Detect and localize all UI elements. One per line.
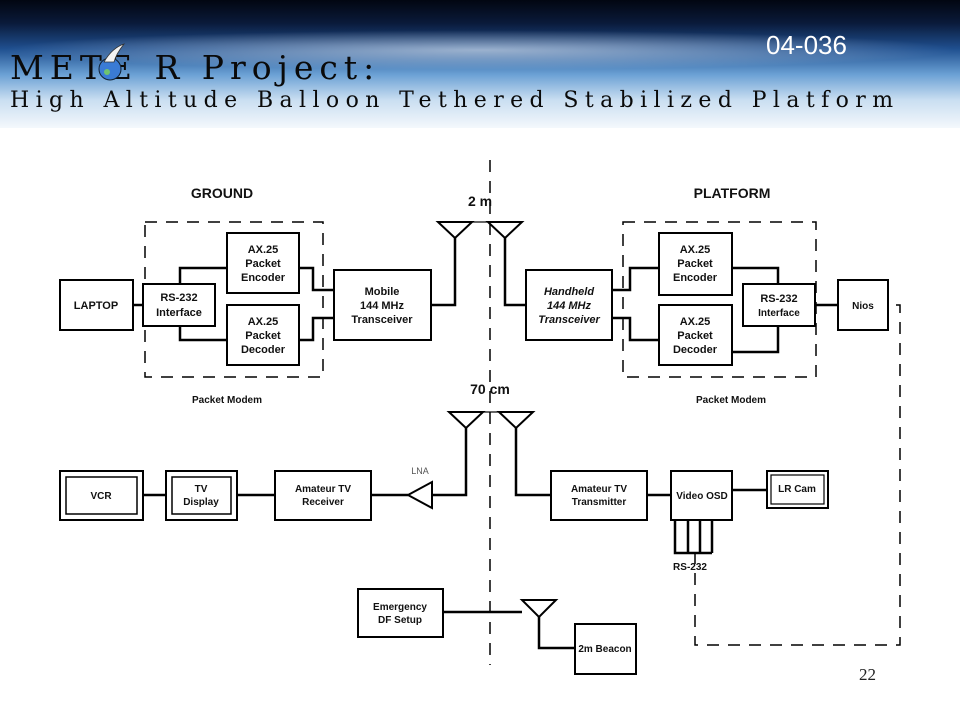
nios-box: Nios xyxy=(837,279,889,331)
beacon-box: 2m Beacon xyxy=(574,623,637,675)
ax25-decoder-ground: AX.25 Packet Decoder xyxy=(226,304,300,366)
antenna-platform-2m-icon xyxy=(485,221,525,240)
svg-text:RS-232: RS-232 xyxy=(760,293,797,305)
video-osd-box: Video OSD xyxy=(670,470,733,521)
osd-rs232-bus xyxy=(673,520,714,555)
lr-cam-box: LR Cam xyxy=(766,470,829,509)
handheld-transceiver: Handheld 144 MHz Transceiver xyxy=(525,269,613,341)
amateur-tv-receiver: Amateur TV Receiver xyxy=(274,470,372,521)
svg-text:RS-232: RS-232 xyxy=(160,292,197,304)
osd-rs232-label: RS-232 xyxy=(673,562,707,573)
svg-text:Interface: Interface xyxy=(758,308,800,319)
emergency-df-box: Emergency DF Setup xyxy=(357,588,444,638)
svg-text:Encoder: Encoder xyxy=(241,272,286,284)
wire-mobile-antenna xyxy=(431,238,457,307)
svg-text:LR Cam: LR Cam xyxy=(778,484,816,495)
slide-title: METE R Project: xyxy=(10,48,381,87)
platform-label: PLATFORM xyxy=(694,185,771,201)
svg-text:Transceiver: Transceiver xyxy=(538,314,600,326)
svg-text:AX.25: AX.25 xyxy=(248,316,279,328)
nios-link-dashed xyxy=(694,304,901,646)
ax25-decoder-platform: AX.25 Packet Decoder xyxy=(658,304,733,366)
wire-lna-antenna xyxy=(432,428,468,497)
svg-text:Transmitter: Transmitter xyxy=(572,497,627,508)
slide-number: 04-036 xyxy=(766,30,847,60)
tv-display-box: TV Display xyxy=(165,470,238,521)
svg-text:Interface: Interface xyxy=(156,307,202,319)
svg-text:Amateur TV: Amateur TV xyxy=(295,484,351,495)
svg-text:AX.25: AX.25 xyxy=(680,244,711,256)
wire-handheld-decoder xyxy=(612,316,659,342)
page-number: 22 xyxy=(859,665,876,684)
svg-text:Video OSD: Video OSD xyxy=(676,491,728,502)
svg-text:Decoder: Decoder xyxy=(673,344,718,356)
svg-text:Amateur TV: Amateur TV xyxy=(571,484,627,495)
wire-encoder-rs232 xyxy=(732,266,780,284)
svg-text:AX.25: AX.25 xyxy=(680,316,711,328)
svg-text:LNA: LNA xyxy=(411,466,429,476)
svg-text:Packet: Packet xyxy=(677,330,713,342)
wire-handheld-encoder xyxy=(612,266,659,292)
svg-text:144 MHz: 144 MHz xyxy=(547,300,592,312)
packet-modem-label-left: Packet Modem xyxy=(192,395,262,406)
lna-amplifier: LNA xyxy=(405,466,433,510)
lna-triangle-icon xyxy=(405,480,433,510)
header-banner: METE R Project: High Altitude Balloon Te… xyxy=(0,0,960,128)
wire-antenna-handheld xyxy=(503,238,526,307)
wire-rs232-encoder xyxy=(178,266,227,290)
slide-subtitle: High Altitude Balloon Tethered Stabilize… xyxy=(10,88,900,113)
antenna-beacon-icon xyxy=(519,599,559,619)
svg-text:Handheld: Handheld xyxy=(544,286,594,298)
wire-decoder-mobile xyxy=(299,316,334,342)
vcr-box: VCR xyxy=(59,470,144,521)
amateur-tv-transmitter: Amateur TV Transmitter xyxy=(550,470,648,521)
svg-text:Display: Display xyxy=(183,497,219,508)
platform-modem-boundary xyxy=(622,221,817,378)
wire-antenna-beacon xyxy=(537,617,575,650)
wire-decoder-rs232 xyxy=(732,326,780,354)
antenna-ground-2m-icon xyxy=(435,221,475,240)
wire-rs232-decoder xyxy=(178,322,227,342)
ax25-encoder-ground: AX.25 Packet Encoder xyxy=(226,232,300,294)
distance-2m: 2 m xyxy=(468,193,492,209)
antenna-ground-70cm-icon xyxy=(446,411,486,430)
svg-text:Encoder: Encoder xyxy=(673,272,718,284)
distance-70cm: 70 cm xyxy=(470,381,510,397)
svg-text:DF Setup: DF Setup xyxy=(378,615,422,626)
svg-text:Emergency: Emergency xyxy=(373,602,427,613)
mobile-transceiver: Mobile 144 MHz Transceiver xyxy=(333,269,432,341)
svg-text:Receiver: Receiver xyxy=(302,497,344,508)
svg-text:AX.25: AX.25 xyxy=(248,244,279,256)
wire-encoder-mobile xyxy=(299,266,334,292)
rs232-interface-platform: RS-232 Interface xyxy=(742,283,816,327)
svg-text:VCR: VCR xyxy=(90,491,112,502)
svg-text:Packet: Packet xyxy=(245,330,281,342)
svg-text:Transceiver: Transceiver xyxy=(351,314,413,326)
wire-antenna-transmitter xyxy=(514,428,551,497)
svg-text:Packet: Packet xyxy=(677,258,713,270)
svg-text:TV: TV xyxy=(195,484,208,495)
ax25-encoder-platform: AX.25 Packet Encoder xyxy=(658,232,733,296)
svg-text:Nios: Nios xyxy=(852,301,874,312)
svg-text:Decoder: Decoder xyxy=(241,344,286,356)
meteor-logo-icon xyxy=(98,43,126,81)
laptop-box: LAPTOP xyxy=(59,279,134,331)
svg-text:2m Beacon: 2m Beacon xyxy=(578,644,631,655)
svg-text:Mobile: Mobile xyxy=(365,286,400,298)
svg-text:144 MHz: 144 MHz xyxy=(360,300,405,312)
horizon-glow xyxy=(0,30,960,70)
svg-text:LAPTOP: LAPTOP xyxy=(74,300,118,312)
ground-label: GROUND xyxy=(191,185,253,201)
rs232-interface-ground: RS-232 Interface xyxy=(142,283,216,327)
packet-modem-label-right: Packet Modem xyxy=(696,395,766,406)
svg-text:Packet: Packet xyxy=(245,258,281,270)
antenna-platform-70cm-icon xyxy=(496,411,536,430)
